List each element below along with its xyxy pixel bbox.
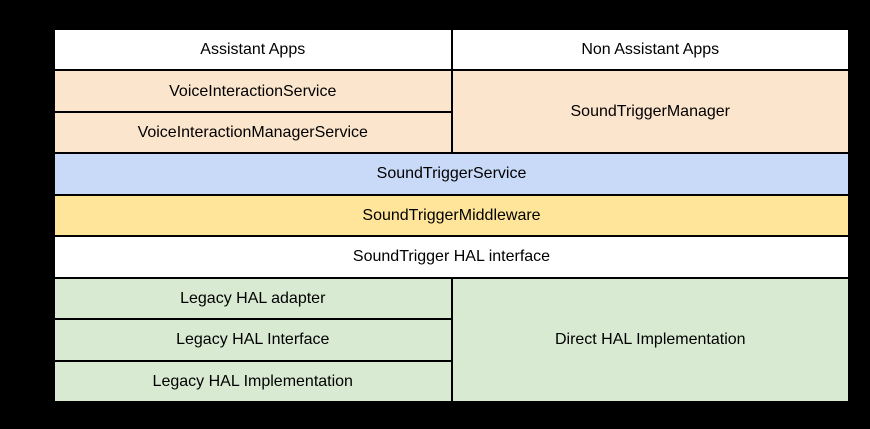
cell-non-assistant-apps: Non Assistant Apps <box>452 30 848 70</box>
cell-legacy-hal-interface: Legacy HAL Interface <box>55 320 451 360</box>
cell-legacy-hal-adapter: Legacy HAL adapter <box>55 278 451 319</box>
cell-sound-trigger-hal-interface: SoundTrigger HAL interface <box>55 237 848 277</box>
cell-sound-trigger-middleware: SoundTriggerMiddleware <box>55 195 848 236</box>
cell-sound-trigger-manager: SoundTriggerManager <box>452 71 848 153</box>
cell-voice-interaction-service: VoiceInteractionService <box>55 71 451 111</box>
cell-sound-trigger-service: SoundTriggerService <box>55 154 848 194</box>
cell-assistant-apps: Assistant Apps <box>55 30 451 70</box>
cell-legacy-hal-implementation: Legacy HAL Implementation <box>55 361 451 401</box>
cell-direct-hal-implementation: Direct HAL Implementation <box>452 278 848 401</box>
cell-voice-interaction-manager-service: VoiceInteractionManagerService <box>55 112 451 153</box>
soundtrigger-stack-diagram: Assistant Apps Non Assistant Apps VoiceI… <box>53 28 850 403</box>
